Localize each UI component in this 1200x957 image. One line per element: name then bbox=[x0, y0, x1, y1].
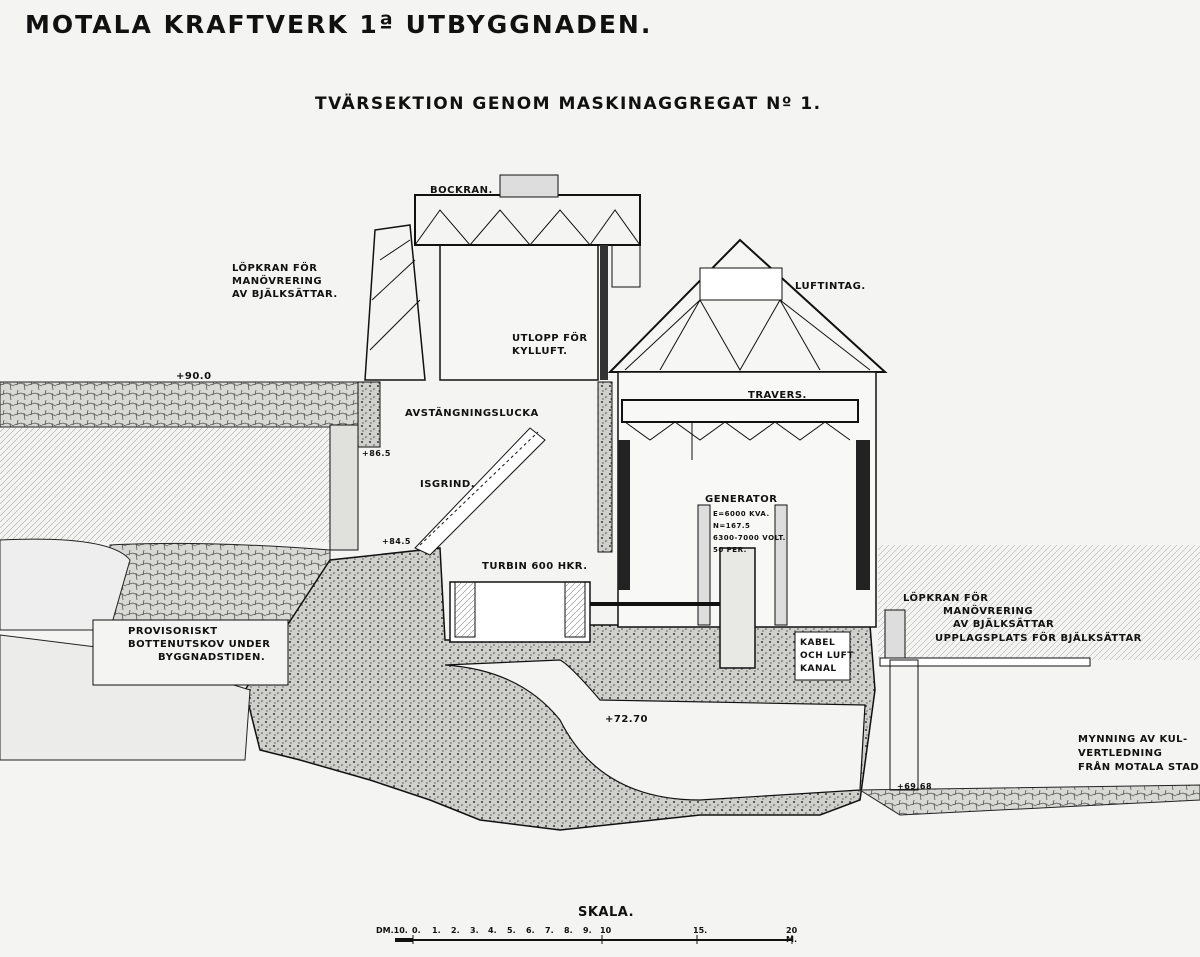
spec-line: 50 PER. bbox=[713, 546, 747, 554]
label-lopkran-right: LÖPKRAN FÖR MANÖVRERING AV BJÄLKSÄTTAR bbox=[903, 592, 1054, 631]
label-line: MANÖVRERING bbox=[232, 276, 323, 287]
label-line: PROVISORISKT bbox=[128, 626, 218, 637]
scale-tick: 9. bbox=[583, 926, 592, 935]
scale-tick: 10 bbox=[600, 926, 612, 935]
label-level-84: +84.5 bbox=[382, 537, 411, 546]
left-embankment bbox=[0, 381, 361, 428]
drawing-title: MOTALA KRAFTVERK 1ª UTBYGGNADEN. bbox=[25, 10, 653, 39]
label-level-72: +72.70 bbox=[605, 714, 649, 725]
label-line: FRÅN MOTALA STAD bbox=[1078, 762, 1200, 773]
scale-tick: 6. bbox=[526, 926, 535, 935]
scale-tick: DM.10. bbox=[376, 926, 408, 935]
label-level-86: +86.5 bbox=[362, 449, 391, 458]
label-bockran: BOCKRAN. bbox=[430, 185, 493, 196]
scale-tick: 3. bbox=[470, 926, 479, 935]
scale-tick: 15. bbox=[693, 926, 708, 935]
drawing-subtitle: TVÄRSEKTION GENOM MASKINAGGREGAT Nº 1. bbox=[315, 94, 822, 114]
label-line: BYGGNADSTIDEN. bbox=[158, 652, 266, 663]
scale-tick: 20 M. bbox=[786, 926, 798, 944]
label-line: KYLLUFT. bbox=[512, 346, 568, 357]
intake-house bbox=[439, 244, 599, 381]
label-provisoriskt: PROVISORISKT BOTTENUTSKOV UNDER BYGGNADS… bbox=[128, 625, 270, 664]
spec-line: N=167.5 bbox=[713, 522, 751, 530]
label-line: MYNNING AV KUL- bbox=[1078, 734, 1188, 745]
label-isgrind: ISGRIND. bbox=[420, 479, 476, 490]
label-line: AV BJÄLKSÄTTAR bbox=[953, 619, 1055, 630]
generator-unit bbox=[719, 547, 756, 669]
label-line: UTLOPP FÖR bbox=[512, 333, 588, 344]
travers-crane bbox=[621, 399, 859, 423]
label-line: KANAL bbox=[800, 664, 837, 674]
scale-tick: 8. bbox=[564, 926, 573, 935]
label-turbin: TURBIN 600 HKR. bbox=[482, 561, 588, 572]
label-line: KABEL bbox=[800, 638, 836, 648]
label-line: LÖPKRAN FÖR bbox=[903, 593, 989, 604]
spec-line: E=6000 KVA. bbox=[713, 510, 770, 518]
scale-tick: 4. bbox=[488, 926, 497, 935]
downstream-water bbox=[878, 545, 1200, 660]
label-avstangningslucka: AVSTÄNGNINGSLUCKA bbox=[405, 408, 539, 419]
label-mynning: MYNNING AV KUL- VERTLEDNING FRÅN MOTALA … bbox=[1078, 733, 1199, 775]
generator-specs: E=6000 KVA. N=167.5 6300-7000 VOLT. 50 P… bbox=[713, 508, 786, 556]
label-line: AV BJÄLKSÄTTAR. bbox=[232, 289, 338, 300]
label-line: LÖPKRAN FÖR bbox=[232, 263, 318, 274]
upstream-water bbox=[0, 427, 335, 542]
label-travers: TRAVERS. bbox=[748, 390, 807, 401]
label-line: MANÖVRERING bbox=[943, 606, 1034, 617]
label-line: VERTLEDNING bbox=[1078, 748, 1163, 759]
scale-tick: 0. bbox=[412, 926, 421, 935]
label-line: BOTTENUTSKOV UNDER bbox=[128, 639, 271, 650]
label-kabel: KABEL OCH LUFT KANAL bbox=[800, 637, 854, 676]
scale-tick: 5. bbox=[507, 926, 516, 935]
scale-bar bbox=[395, 935, 793, 944]
scale-tick: 2. bbox=[451, 926, 460, 935]
scale-tick: 7. bbox=[545, 926, 554, 935]
label-upplagsplats: UPPLAGSPLATS FÖR BJÄLKSÄTTAR bbox=[935, 633, 1142, 644]
label-lopkran-left: LÖPKRAN FÖR MANÖVRERING AV BJÄLKSÄTTAR. bbox=[232, 262, 338, 301]
label-generator: GENERATOR bbox=[705, 494, 778, 505]
label-level-90: +90.0 bbox=[176, 371, 212, 382]
spec-line: 6300-7000 VOLT. bbox=[713, 534, 786, 542]
label-utlopp: UTLOPP FÖR KYLLUFT. bbox=[512, 332, 588, 358]
scale-tick: 1. bbox=[432, 926, 441, 935]
label-level-69: +69.68 bbox=[897, 782, 933, 791]
label-line: OCH LUFT bbox=[800, 651, 854, 661]
label-luftintag: LUFTINTAG. bbox=[795, 281, 866, 292]
scale-title: SKALA. bbox=[578, 905, 635, 920]
generator-hall-roof bbox=[607, 238, 888, 373]
